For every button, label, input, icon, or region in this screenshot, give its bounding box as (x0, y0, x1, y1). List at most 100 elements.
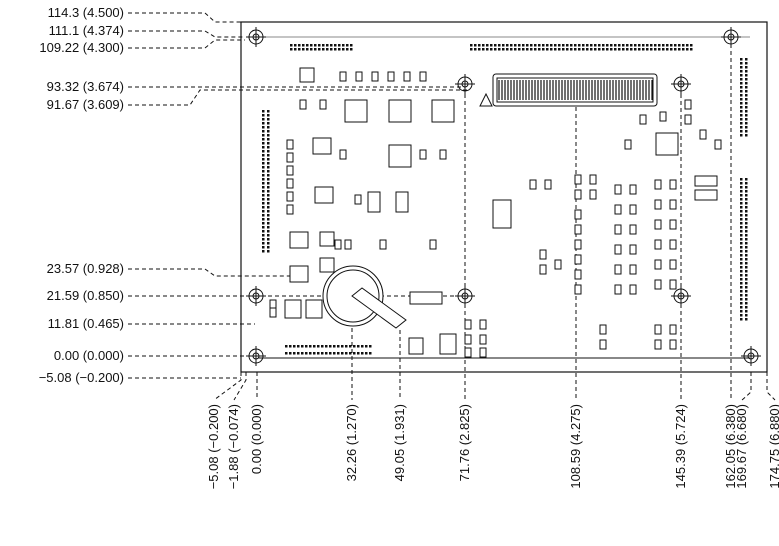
header-pin (740, 318, 743, 321)
x-dimension-label: 32.26 (1.270) (344, 404, 359, 481)
header-pin (745, 110, 748, 113)
header-pin (745, 286, 748, 289)
header-pin (740, 82, 743, 85)
y-dimension-labels: 114.3 (4.500)111.1 (4.374)109.22 (4.300)… (39, 5, 124, 385)
header-pin (634, 48, 637, 51)
crosshair-circle-icon (455, 74, 475, 94)
header-pin (361, 352, 364, 355)
header-pin (740, 226, 743, 229)
y-dimension-label: 23.57 (0.928) (47, 261, 124, 276)
header-pin (309, 352, 312, 355)
header-pin (538, 48, 541, 51)
header-pin (745, 198, 748, 201)
header-pin (262, 110, 265, 113)
header-pin (740, 206, 743, 209)
header-pin (566, 48, 569, 51)
header-pin (314, 44, 317, 47)
header-pin (334, 48, 337, 51)
header-pin (740, 190, 743, 193)
header-pin (267, 242, 270, 245)
header-pin (267, 114, 270, 117)
header-pin (542, 44, 545, 47)
header-pin (486, 48, 489, 51)
header-pin (745, 182, 748, 185)
header-pin (290, 48, 293, 51)
header-pin (740, 186, 743, 189)
pin-headers (262, 44, 748, 355)
small-component (669, 199, 677, 210)
small-component (589, 189, 597, 200)
small-component (539, 249, 547, 260)
header-pin (290, 44, 293, 47)
header-pin (514, 44, 517, 47)
header-pin (740, 218, 743, 221)
small-component (614, 244, 622, 255)
x-dimension-label: 174.75 (6.880) (767, 404, 779, 489)
header-pin (740, 126, 743, 129)
header-pin (325, 345, 328, 348)
header-pin (506, 44, 509, 47)
header-pin (678, 48, 681, 51)
header-pin (740, 274, 743, 277)
header-pin (330, 44, 333, 47)
header-pin (285, 352, 288, 355)
header-pin (267, 178, 270, 181)
x-dimension-label: 0.00 (0.000) (249, 404, 264, 474)
header-pin (740, 222, 743, 225)
header-pin (740, 294, 743, 297)
x-dimension-label: 49.05 (1.931) (392, 404, 407, 481)
x-dimension-labels: −5.08 (−0.200)−1.88 (−0.074)0.00 (0.000)… (206, 404, 779, 489)
header-pin (262, 126, 265, 129)
header-pin (662, 48, 665, 51)
y-dimension-leaders (128, 12, 470, 379)
crosshair-circle-icon (246, 27, 266, 47)
warning-triangle-icon (479, 92, 493, 107)
header-pin (530, 48, 533, 51)
header-pin (262, 222, 265, 225)
header-pin (745, 118, 748, 121)
header-pin (518, 48, 521, 51)
header-pin (745, 70, 748, 73)
small-component (684, 114, 692, 125)
header-pin (526, 44, 529, 47)
header-pin (574, 44, 577, 47)
header-pin (329, 345, 332, 348)
header-pin (745, 82, 748, 85)
header-pin (262, 150, 265, 153)
x-dimension-label: 169.67 (6.680) (734, 404, 749, 489)
header-pin (740, 122, 743, 125)
header-pin (267, 182, 270, 185)
header-pin (740, 278, 743, 281)
header-pin (301, 345, 304, 348)
header-pin (267, 222, 270, 225)
small-component (574, 239, 582, 250)
header-pin (502, 48, 505, 51)
header-pin (602, 44, 605, 47)
header-pin (262, 138, 265, 141)
y-dimension-label: 109.22 (4.300) (39, 40, 124, 55)
header-pin (267, 134, 270, 137)
header-pin (740, 90, 743, 93)
header-pin (289, 345, 292, 348)
header-pin (338, 44, 341, 47)
small-component (479, 347, 487, 358)
header-pin (650, 44, 653, 47)
header-pin (346, 44, 349, 47)
header-pin (267, 138, 270, 141)
header-pin (341, 352, 344, 355)
small-component (669, 259, 677, 270)
header-pin (341, 345, 344, 348)
header-pin (326, 44, 329, 47)
header-pin (745, 106, 748, 109)
header-pin (322, 44, 325, 47)
header-pin (321, 345, 324, 348)
header-pin (494, 44, 497, 47)
header-pin (740, 310, 743, 313)
small-component (539, 264, 547, 275)
header-pin (342, 44, 345, 47)
header-pin (740, 110, 743, 113)
header-pin (740, 58, 743, 61)
header-pin (313, 352, 316, 355)
header-pin (622, 44, 625, 47)
header-pin (686, 44, 689, 47)
